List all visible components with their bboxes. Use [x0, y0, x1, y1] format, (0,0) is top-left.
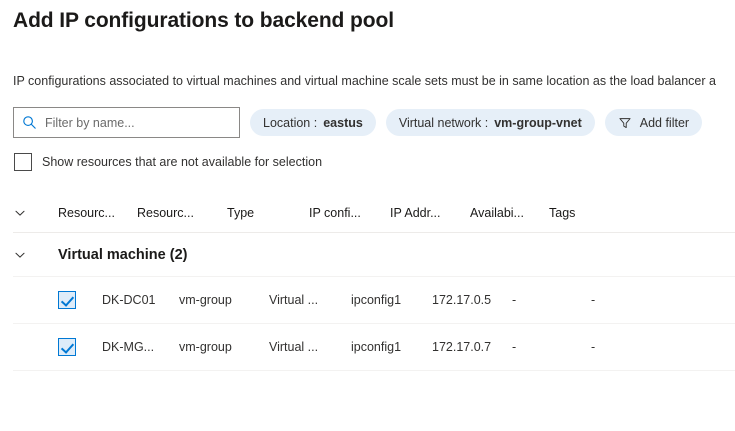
filter-bar: Location : eastus Virtual network : vm-g…	[13, 107, 703, 138]
cell-ip-configuration: ipconfig1	[351, 293, 402, 307]
table-header-row: Resourc... Resourc... Type IP confi... I…	[13, 193, 735, 233]
cell-tags: -	[591, 293, 596, 307]
column-header-ip-address[interactable]: IP Addr...	[390, 205, 441, 220]
column-header-resource-group[interactable]: Resourc...	[137, 205, 194, 220]
group-row-virtual-machine[interactable]: Virtual machine (2)	[13, 233, 735, 277]
cell-tags: -	[591, 340, 596, 354]
filter-pill-virtual-network-value: vm-group-vnet	[494, 115, 582, 130]
filter-pill-location[interactable]: Location : eastus	[250, 109, 376, 136]
filter-pill-location-label: Location :	[263, 115, 318, 130]
expand-all-toggle[interactable]	[13, 206, 58, 220]
filter-pill-virtual-network[interactable]: Virtual network : vm-group-vnet	[385, 109, 595, 136]
cell-resource-name: DK-DC01	[102, 293, 156, 307]
search-input-wrapper[interactable]	[13, 107, 240, 138]
row-select-cell[interactable]	[58, 338, 100, 356]
show-unavailable-label: Show resources that are not available fo…	[42, 155, 323, 169]
column-header-type[interactable]: Type	[227, 205, 255, 220]
add-filter-label: Add filter	[639, 115, 690, 130]
search-icon	[22, 115, 37, 130]
cell-ip-address: 172.17.0.5	[432, 293, 492, 307]
group-row-label: Virtual machine (2)	[58, 246, 188, 263]
cell-availability: -	[512, 340, 517, 354]
row-checkbox[interactable]	[58, 338, 76, 356]
resources-table: Resourc... Resourc... Type IP confi... I…	[13, 193, 735, 371]
column-header-ip-configuration[interactable]: IP confi...	[309, 205, 361, 220]
page-description: IP configurations associated to virtual …	[13, 74, 716, 88]
search-input[interactable]	[45, 115, 231, 130]
table-row[interactable]: DK-DC01 vm-group Virtual ... ipconfig1 1…	[13, 277, 735, 324]
column-header-resource-name[interactable]: Resourc...	[58, 205, 115, 220]
row-checkbox[interactable]	[58, 291, 76, 309]
funnel-icon	[618, 116, 632, 130]
page-title: Add IP configurations to backend pool	[13, 9, 394, 32]
column-header-tags[interactable]: Tags	[549, 205, 576, 220]
filter-pill-virtual-network-label: Virtual network :	[398, 115, 489, 130]
cell-availability: -	[512, 293, 517, 307]
cell-type: Virtual ...	[269, 340, 319, 354]
filter-pill-location-value: eastus	[323, 115, 363, 130]
add-filter-button[interactable]: Add filter	[604, 109, 703, 136]
show-unavailable-checkbox[interactable]	[14, 153, 32, 171]
column-header-availability[interactable]: Availabi...	[470, 205, 524, 220]
group-expand-toggle[interactable]	[13, 248, 58, 262]
chevron-down-icon	[13, 248, 27, 262]
cell-type: Virtual ...	[269, 293, 319, 307]
cell-resource-group: vm-group	[179, 293, 232, 307]
cell-ip-address: 172.17.0.7	[432, 340, 492, 354]
chevron-down-icon	[13, 206, 27, 220]
cell-resource-group: vm-group	[179, 340, 232, 354]
show-unavailable-row: Show resources that are not available fo…	[14, 153, 322, 171]
cell-resource-name: DK-MG...	[102, 340, 155, 354]
row-select-cell[interactable]	[58, 291, 100, 309]
cell-ip-configuration: ipconfig1	[351, 340, 402, 354]
table-row[interactable]: DK-MG... vm-group Virtual ... ipconfig1 …	[13, 324, 735, 371]
